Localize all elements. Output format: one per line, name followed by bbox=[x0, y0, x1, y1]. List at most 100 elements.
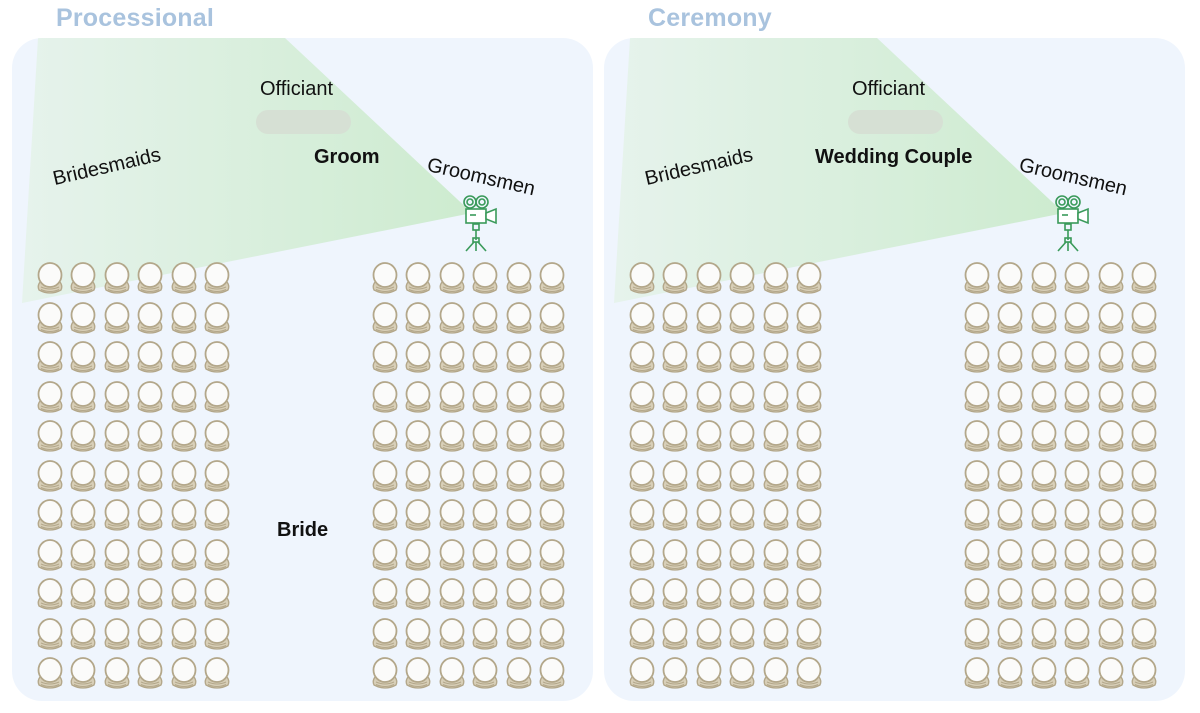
round-chair-icon bbox=[1030, 578, 1058, 612]
round-chair-icon bbox=[1063, 459, 1091, 494]
round-chair-icon bbox=[996, 538, 1024, 573]
round-chair-icon bbox=[661, 459, 689, 494]
round-chair-icon bbox=[661, 341, 689, 375]
round-chair-icon bbox=[471, 578, 499, 612]
round-chair-icon bbox=[538, 301, 566, 336]
round-chair-icon bbox=[505, 538, 533, 573]
round-chair-icon bbox=[762, 617, 790, 652]
round-chair-icon bbox=[471, 499, 499, 533]
round-chair-icon bbox=[203, 262, 231, 296]
round-chair-icon bbox=[963, 657, 991, 691]
officiant-label: Officiant bbox=[260, 78, 333, 100]
round-chair-icon bbox=[1097, 657, 1125, 691]
altar bbox=[256, 110, 351, 134]
round-chair-icon bbox=[728, 657, 756, 691]
round-chair-icon bbox=[505, 578, 533, 612]
round-chair-icon bbox=[963, 617, 991, 652]
round-chair-icon bbox=[69, 341, 97, 375]
round-chair-icon bbox=[371, 380, 399, 415]
round-chair-icon bbox=[505, 301, 533, 336]
round-chair-icon bbox=[795, 538, 823, 573]
round-chair-icon bbox=[471, 341, 499, 375]
round-chair-icon bbox=[661, 380, 689, 415]
round-chair-icon bbox=[170, 499, 198, 533]
round-chair-icon bbox=[136, 420, 164, 454]
round-chair-icon bbox=[36, 657, 64, 691]
round-chair-icon bbox=[36, 301, 64, 336]
round-chair-icon bbox=[1030, 499, 1058, 533]
round-chair-icon bbox=[1130, 499, 1158, 533]
round-chair-icon bbox=[695, 420, 723, 454]
ceremony-panel: Officiant Wedding Couple Bridesmaids Gro… bbox=[604, 38, 1185, 701]
round-chair-icon bbox=[695, 459, 723, 494]
round-chair-icon bbox=[695, 617, 723, 652]
round-chair-icon bbox=[963, 380, 991, 415]
round-chair-icon bbox=[1097, 499, 1125, 533]
round-chair-icon bbox=[1030, 617, 1058, 652]
round-chair-icon bbox=[170, 538, 198, 573]
round-chair-icon bbox=[203, 380, 231, 415]
round-chair-icon bbox=[69, 301, 97, 336]
round-chair-icon bbox=[438, 420, 466, 454]
round-chair-icon bbox=[728, 341, 756, 375]
round-chair-icon bbox=[438, 578, 466, 612]
round-chair-icon bbox=[36, 420, 64, 454]
round-chair-icon bbox=[203, 499, 231, 533]
round-chair-icon bbox=[661, 657, 689, 691]
round-chair-icon bbox=[795, 341, 823, 375]
round-chair-icon bbox=[1097, 538, 1125, 573]
round-chair-icon bbox=[695, 538, 723, 573]
round-chair-icon bbox=[628, 262, 656, 296]
round-chair-icon bbox=[628, 538, 656, 573]
round-chair-icon bbox=[728, 578, 756, 612]
round-chair-icon bbox=[996, 380, 1024, 415]
round-chair-icon bbox=[1063, 499, 1091, 533]
round-chair-icon bbox=[1063, 420, 1091, 454]
round-chair-icon bbox=[762, 657, 790, 691]
round-chair-icon bbox=[1130, 301, 1158, 336]
round-chair-icon bbox=[103, 301, 131, 336]
round-chair-icon bbox=[203, 578, 231, 612]
round-chair-icon bbox=[404, 380, 432, 415]
altar bbox=[848, 110, 943, 134]
round-chair-icon bbox=[36, 262, 64, 296]
round-chair-icon bbox=[695, 380, 723, 415]
round-chair-icon bbox=[136, 301, 164, 336]
round-chair-icon bbox=[404, 262, 432, 296]
round-chair-icon bbox=[404, 657, 432, 691]
wedding-couple-label: Wedding Couple bbox=[815, 146, 973, 168]
round-chair-icon bbox=[505, 657, 533, 691]
round-chair-icon bbox=[795, 499, 823, 533]
round-chair-icon bbox=[628, 459, 656, 494]
round-chair-icon bbox=[1130, 538, 1158, 573]
round-chair-icon bbox=[728, 617, 756, 652]
round-chair-icon bbox=[628, 578, 656, 612]
round-chair-icon bbox=[69, 617, 97, 652]
round-chair-icon bbox=[69, 380, 97, 415]
round-chair-icon bbox=[203, 301, 231, 336]
round-chair-icon bbox=[69, 262, 97, 296]
round-chair-icon bbox=[404, 617, 432, 652]
round-chair-icon bbox=[628, 617, 656, 652]
round-chair-icon bbox=[996, 578, 1024, 612]
round-chair-icon bbox=[996, 301, 1024, 336]
round-chair-icon bbox=[203, 420, 231, 454]
round-chair-icon bbox=[438, 380, 466, 415]
round-chair-icon bbox=[1063, 657, 1091, 691]
round-chair-icon bbox=[136, 459, 164, 494]
round-chair-icon bbox=[438, 301, 466, 336]
round-chair-icon bbox=[695, 578, 723, 612]
round-chair-icon bbox=[471, 459, 499, 494]
round-chair-icon bbox=[538, 380, 566, 415]
round-chair-icon bbox=[404, 341, 432, 375]
round-chair-icon bbox=[661, 301, 689, 336]
round-chair-icon bbox=[103, 617, 131, 652]
round-chair-icon bbox=[371, 538, 399, 573]
round-chair-icon bbox=[371, 617, 399, 652]
round-chair-icon bbox=[371, 301, 399, 336]
round-chair-icon bbox=[170, 657, 198, 691]
round-chair-icon bbox=[371, 262, 399, 296]
round-chair-icon bbox=[438, 617, 466, 652]
round-chair-icon bbox=[1130, 459, 1158, 494]
round-chair-icon bbox=[1063, 301, 1091, 336]
